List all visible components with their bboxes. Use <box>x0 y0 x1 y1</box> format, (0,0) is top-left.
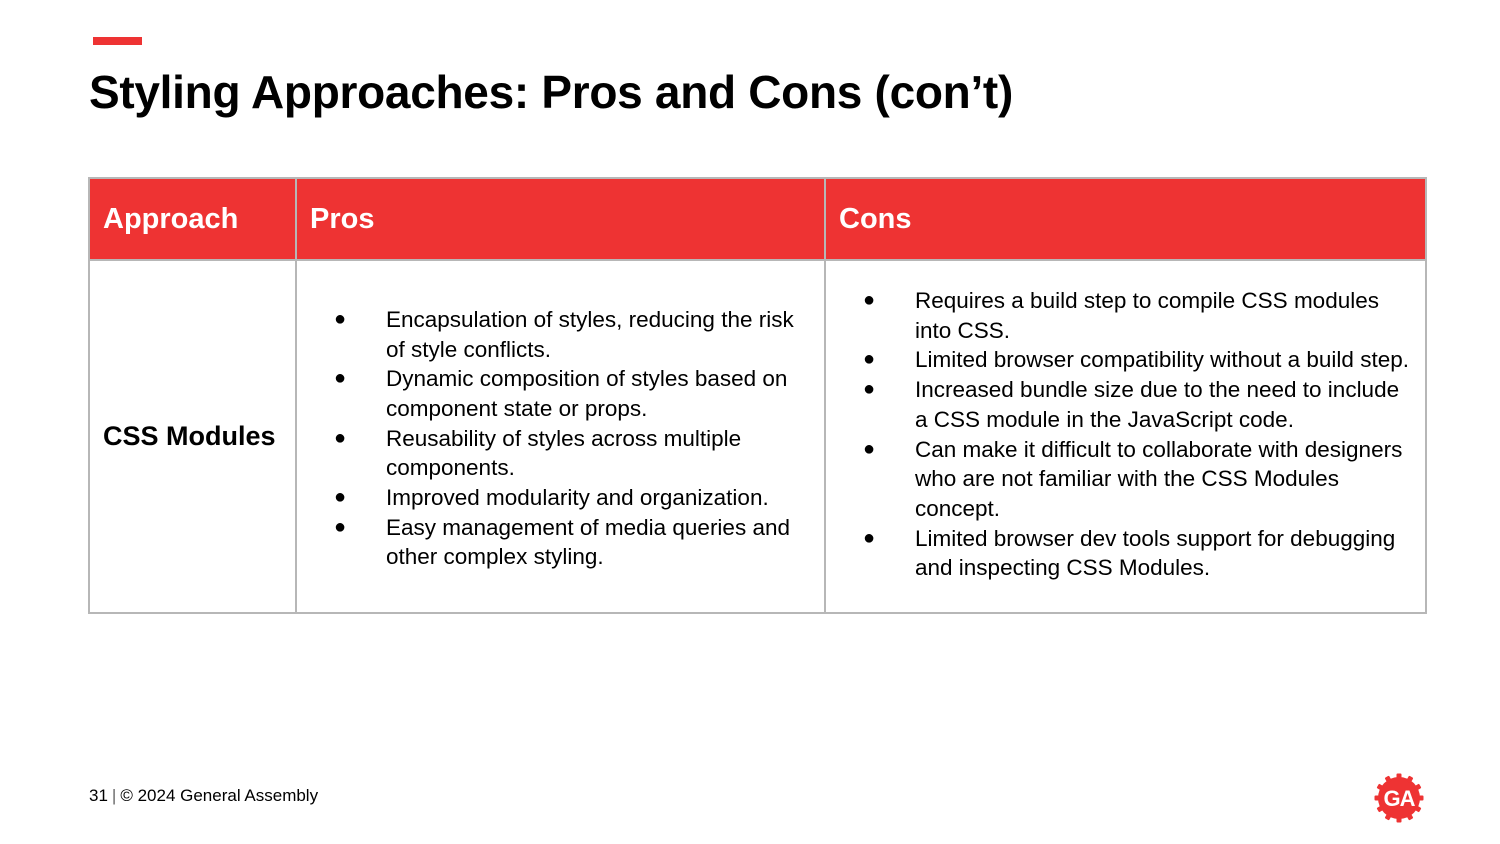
list-item: ● Requires a build step to compile CSS mo… <box>826 286 1425 345</box>
bullet-icon: ● <box>863 348 876 371</box>
bullet-icon: ● <box>334 486 347 509</box>
list-item: ● Limited browser dev tools support for d… <box>826 524 1425 583</box>
table-row: CSS Modules ● Encapsulation of styles, re… <box>88 259 1427 614</box>
table-header-row: Approach Pros Cons <box>88 177 1427 261</box>
list-item: ● Limited browser compatibility without a… <box>826 345 1425 375</box>
general-assembly-logo-icon: GA <box>1374 773 1424 823</box>
comparison-table: Approach Pros Cons CSS Modules ● Encapsul… <box>88 177 1427 614</box>
cons-item-text: Increased bundle size due to the need to… <box>915 377 1400 432</box>
cons-item-text: Limited browser compatibility without a … <box>915 347 1409 373</box>
list-item: ● Increased bundle size due to the need t… <box>826 375 1425 434</box>
pros-item-text: Reusability of styles across multiple co… <box>386 425 742 481</box>
cons-cell: ● Requires a build step to compile CSS mo… <box>824 259 1427 614</box>
header-pros: Pros <box>295 177 826 261</box>
cons-item-text: Limited browser dev tools support for de… <box>915 525 1396 581</box>
bullet-icon: ● <box>863 378 876 401</box>
copyright-text: © 2024 General Assembly <box>120 786 319 805</box>
footer-separator: | <box>111 786 117 805</box>
list-item: ● Improved modularity and organization. <box>297 483 824 513</box>
cons-item-text: Requires a build step to compile CSS mod… <box>915 287 1379 343</box>
pros-item-text: Encapsulation of styles, reducing the ri… <box>386 306 794 362</box>
pros-item-text: Easy management of media queries and oth… <box>386 514 790 570</box>
bullet-icon: ● <box>863 526 876 549</box>
cons-list: ● Requires a build step to compile CSS mo… <box>826 286 1425 583</box>
approach-cell: CSS Modules <box>88 259 297 614</box>
bullet-icon: ● <box>863 288 876 311</box>
bullet-icon: ● <box>334 307 347 330</box>
slide-footer: 31|© 2024 General Assembly <box>89 786 318 806</box>
cons-item-text: Can make it difficult to collaborate wit… <box>915 436 1403 521</box>
pros-cell: ● Encapsulation of styles, reducing the r… <box>295 259 826 614</box>
header-cons: Cons <box>824 177 1427 261</box>
bullet-icon: ● <box>334 367 347 390</box>
title-accent-bar <box>93 37 142 45</box>
page-number: 31 <box>89 786 108 805</box>
bullet-icon: ● <box>334 515 347 538</box>
list-item: ● Dynamic composition of styles based on … <box>297 364 824 423</box>
bullet-icon: ● <box>334 426 347 449</box>
list-item: ● Encapsulation of styles, reducing the r… <box>297 305 824 364</box>
pros-item-text: Dynamic composition of styles based on c… <box>386 366 788 421</box>
header-approach: Approach <box>88 177 297 261</box>
list-item: ● Reusability of styles across multiple c… <box>297 424 824 483</box>
pros-list: ● Encapsulation of styles, reducing the r… <box>297 305 824 572</box>
bullet-icon: ● <box>863 437 876 460</box>
list-item: ● Easy management of media queries and ot… <box>297 513 824 572</box>
pros-item-text: Improved modularity and organization. <box>386 485 769 511</box>
slide-title: Styling Approaches: Pros and Cons (con’t… <box>89 66 1013 118</box>
logo-text: GA <box>1384 786 1416 811</box>
list-item: ● Can make it difficult to collaborate wi… <box>826 435 1425 524</box>
